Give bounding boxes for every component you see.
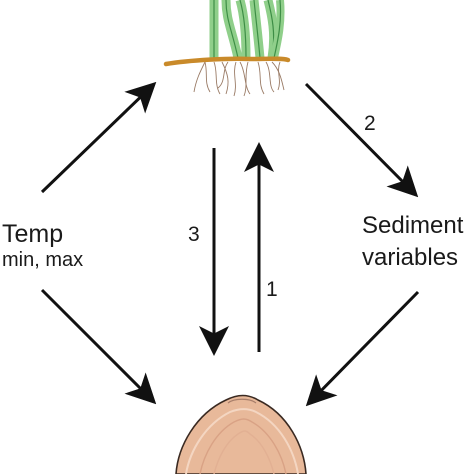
- edge-label-2: 2: [364, 112, 376, 135]
- sediment-label-line1: Sediment: [362, 212, 464, 239]
- edge-label-1: 1: [266, 278, 278, 301]
- arrow-temp-to-bivalve: [40, 288, 157, 405]
- clam-shell-icon: [175, 394, 307, 474]
- temp-range-label: min, max: [2, 249, 84, 271]
- arrow-seagrass-to-sediment: [304, 82, 419, 198]
- seagrass-plant-icon: [163, 0, 291, 97]
- sediment-label-line2: variables: [362, 244, 459, 271]
- temp-label: Temp: [2, 220, 64, 248]
- edge-label-3: 3: [188, 223, 200, 246]
- arrow-sediment-to-bivalve: [305, 290, 420, 407]
- arrow-temp-to-seagrass: [40, 81, 157, 194]
